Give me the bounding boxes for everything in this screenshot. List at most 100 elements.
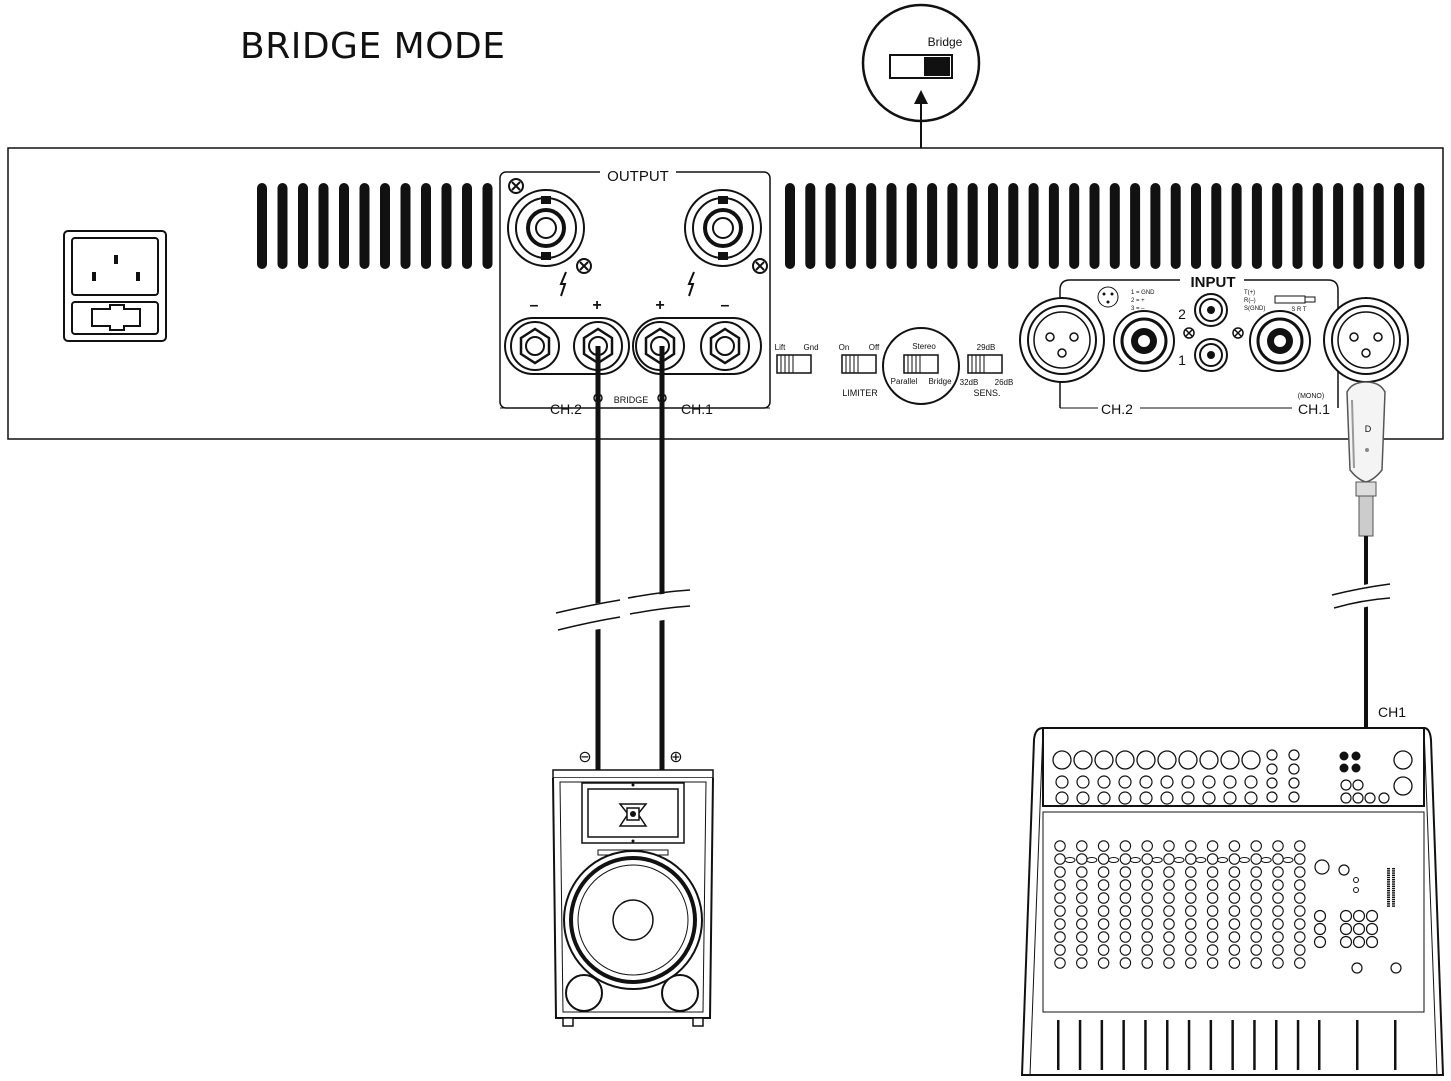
mono-label: (MONO)	[1298, 393, 1324, 400]
mixer-knob	[1206, 853, 1219, 865]
mixer-knob	[1294, 892, 1306, 904]
bridge-switch-callout: Bridge	[861, 3, 981, 330]
mixing-console: CH1	[1020, 704, 1445, 1076]
mixer-knob	[1076, 840, 1088, 852]
mixer-knob	[1141, 905, 1153, 917]
vent-slot	[298, 183, 308, 269]
mixer-knob	[1139, 775, 1153, 789]
mixer-knob	[1206, 931, 1219, 943]
callout-arrow-icon	[914, 90, 928, 104]
parallel-label: Parallel	[891, 377, 918, 386]
limiter-on-label: On	[839, 343, 850, 352]
mixer-knob	[1076, 905, 1088, 917]
mixer-knob	[1178, 750, 1198, 770]
mixer-knob	[1294, 905, 1306, 917]
mixer-knob	[1294, 944, 1306, 956]
mixer-knob	[1163, 931, 1175, 943]
mixer-knob	[1206, 866, 1219, 878]
vent-slot	[277, 183, 288, 269]
mixer-knob	[1185, 905, 1197, 917]
vent-slot	[988, 183, 998, 269]
bass-port-icon	[565, 974, 603, 1012]
limiter-label: LIMITER	[842, 388, 878, 398]
mixer-knob	[1250, 892, 1262, 904]
mixer-fader	[1209, 1020, 1213, 1070]
mixer-knob	[1119, 853, 1132, 865]
hazard-lightning-icon	[687, 271, 695, 297]
mixer-knob	[1206, 918, 1219, 930]
vent-slot	[1028, 183, 1039, 269]
mixer-knob	[1076, 853, 1088, 865]
mixer-knob	[1054, 905, 1066, 917]
mixer-knob	[1097, 840, 1110, 852]
mixer-knob	[1250, 853, 1262, 865]
vent-slot	[1312, 183, 1323, 269]
mixer-knob	[1097, 944, 1110, 956]
mixer-knob	[1097, 791, 1111, 805]
mixer-knob	[1118, 791, 1132, 805]
mixer-knob	[1185, 931, 1197, 943]
mixer-knob	[1141, 931, 1153, 943]
ground-lift-switch[interactable]: Lift Gnd	[775, 343, 819, 374]
stereo-label: Stereo	[912, 342, 936, 351]
rca-2-input[interactable]	[1194, 293, 1228, 327]
mixer-knob	[1250, 879, 1262, 891]
rca-1-input[interactable]	[1194, 338, 1228, 372]
mixer-knob	[1076, 866, 1088, 878]
mixer-knob	[1228, 892, 1241, 904]
vent-slot	[845, 183, 856, 269]
mixer-knob	[1119, 957, 1132, 969]
mixer-knob	[1223, 791, 1237, 805]
binding-posts[interactable]	[510, 321, 750, 371]
mixer-knob	[1294, 866, 1306, 878]
limiter-switch[interactable]: On Off LIMITER	[839, 343, 880, 398]
binding-post[interactable]	[700, 321, 750, 371]
xlr-ch2-input[interactable]	[1019, 297, 1105, 383]
mixer-knob	[1272, 905, 1284, 917]
vent-slot	[421, 183, 431, 269]
sensitivity-switch[interactable]: 29dB 32dB 26dB SENS.	[960, 343, 1014, 398]
trs-ch2-input[interactable]	[1113, 310, 1175, 372]
trs-ch1-input[interactable]	[1249, 310, 1311, 372]
mixer-knob	[1185, 957, 1197, 969]
mixer-knob	[1294, 957, 1306, 969]
mixer-knob	[1097, 931, 1110, 943]
page-title: BRIDGE MODE	[240, 26, 506, 67]
xlr-ch1-input[interactable]	[1323, 297, 1409, 383]
pin2-label: 2 = +	[1131, 298, 1145, 304]
mixer-knob	[1136, 750, 1156, 770]
vent-slot	[947, 183, 958, 269]
vent-slot	[906, 183, 917, 269]
mixer-knob	[1118, 775, 1132, 789]
callout-bridge-label: Bridge	[928, 35, 963, 49]
mixer-knob	[1250, 944, 1262, 956]
mixer-knob	[1054, 892, 1066, 904]
mixer-knob	[1119, 892, 1132, 904]
binding-post[interactable]	[510, 321, 560, 371]
mixer-knob	[1206, 944, 1219, 956]
mixer-knob	[1250, 866, 1262, 878]
mixer-knob	[1163, 840, 1175, 852]
loudspeaker-cabinet: ⊖ ⊕	[552, 749, 714, 1027]
mixer-knob	[1097, 905, 1110, 917]
mixer-knob	[1054, 879, 1066, 891]
mixer-knob	[1115, 750, 1135, 770]
mixer-knob	[1206, 879, 1219, 891]
vent-slot	[1394, 183, 1404, 269]
mixer-knob	[1076, 944, 1088, 956]
output-ch1-label: CH.1	[681, 401, 713, 417]
mixer-knob	[1141, 918, 1153, 930]
mixer-knob	[1244, 791, 1258, 805]
mixer-knob	[1055, 791, 1069, 805]
mixer-knob	[1076, 918, 1088, 930]
speakon-ch1-connector[interactable]	[684, 189, 762, 267]
mixer-knob	[1157, 750, 1177, 770]
speakon-ch2-connector[interactable]	[507, 189, 585, 267]
mixer-knob	[1054, 957, 1066, 969]
mixer-fader	[1296, 1020, 1300, 1070]
mixer-knob	[1294, 853, 1306, 865]
mode-switch[interactable]: Stereo Parallel Bridge	[882, 327, 960, 405]
lift-label: Lift	[775, 343, 786, 352]
mixer-knob	[1097, 853, 1110, 865]
vent-slot	[785, 183, 795, 269]
